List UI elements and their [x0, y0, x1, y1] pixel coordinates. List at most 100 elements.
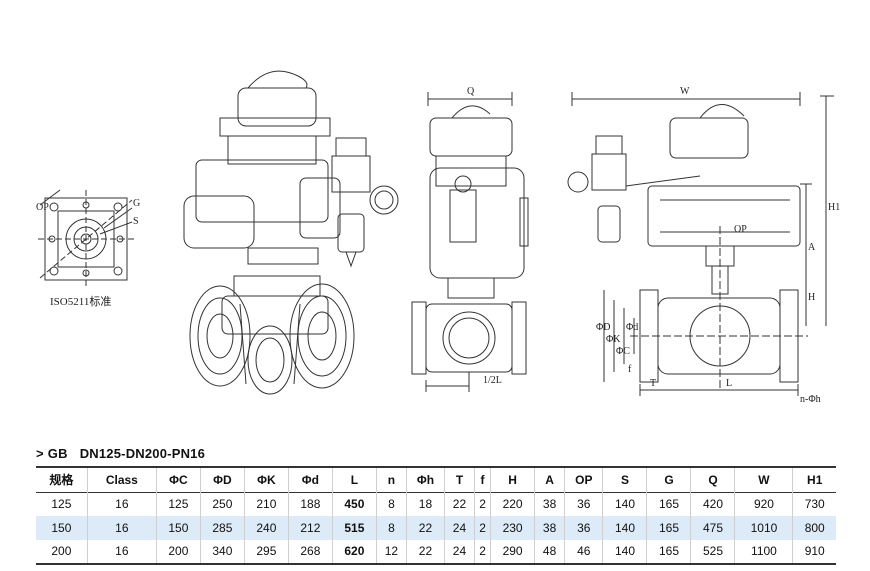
table-cell: 200: [36, 539, 88, 565]
iso5211-flange-view: [38, 189, 134, 288]
label-phi-d-small: Φd: [626, 322, 638, 333]
label-a: A: [808, 242, 816, 253]
table-cell: 8: [375, 492, 407, 516]
section-standard: GB: [47, 446, 68, 461]
table-cell: 268: [287, 539, 333, 565]
label-s: S: [133, 216, 139, 227]
column-header: 规格: [36, 467, 88, 492]
label-phi-d: ΦD: [596, 322, 611, 333]
table-cell: 210: [243, 492, 289, 516]
table-cell: 220: [490, 492, 535, 516]
table-cell: 800: [792, 516, 836, 540]
table-cell: 125: [51, 497, 72, 512]
table-cell: 38: [534, 516, 565, 540]
column-header: f: [473, 467, 491, 492]
valve-section-view: [567, 92, 834, 396]
label-n-phi-h: n-Φh: [800, 394, 821, 405]
column-header: Q: [690, 467, 735, 492]
column-header: L: [331, 467, 377, 492]
table-cell: 36: [564, 516, 603, 540]
table-cell: 620: [331, 539, 377, 565]
column-header: S: [602, 467, 647, 492]
table-cell: 920: [734, 492, 793, 516]
table-cell: 46: [564, 539, 603, 565]
section-title: >GB DN125-DN200-PN16: [36, 446, 205, 461]
table-cell: 420: [690, 492, 735, 516]
table-cell: 525: [690, 539, 735, 565]
column-header: H1: [792, 467, 836, 492]
column-header: H: [490, 467, 535, 492]
table-cell: 1100: [734, 539, 793, 565]
label-l: L: [726, 378, 732, 389]
table-cell: 22: [405, 516, 445, 540]
table-cell: 16: [86, 492, 157, 516]
valve-technical-drawing: OP G S ISO5211标准 Q 1/2L W H1 A H ΦD ΦK Φ…: [36, 70, 840, 405]
table-cell: 18: [405, 492, 445, 516]
label-op: OP: [36, 202, 49, 213]
valve-side-view: [411, 92, 529, 392]
section-spec: DN125-DN200-PN16: [79, 446, 206, 461]
column-header: ΦK: [243, 467, 289, 492]
label-op-section: OP: [734, 224, 747, 235]
table-cell: 1010: [734, 516, 793, 540]
table-cell: 165: [646, 516, 691, 540]
table-cell: 515: [331, 516, 377, 540]
table-cell: 200: [155, 539, 201, 565]
column-header: T: [443, 467, 475, 492]
table-cell: 2: [473, 539, 491, 565]
table-cell: 22: [443, 492, 475, 516]
label-w: W: [680, 86, 690, 97]
table-cell: 2: [473, 492, 491, 516]
label-f: f: [628, 364, 632, 375]
table-cell: 250: [199, 492, 245, 516]
table-cell: 8: [375, 516, 407, 540]
table-cell: 730: [792, 492, 836, 516]
table-cell: 230: [490, 516, 535, 540]
label-phi-k: ΦK: [606, 334, 621, 345]
table-cell: 212: [287, 516, 333, 540]
table-cell: 450: [331, 492, 377, 516]
table-cell: 165: [646, 539, 691, 565]
table-cell: 240: [243, 516, 289, 540]
column-header: Class: [86, 467, 157, 492]
table-cell: 24: [443, 539, 475, 565]
valve-3d-view: [183, 70, 399, 395]
table-cell: 150: [36, 516, 88, 540]
table-cell: 125: [155, 492, 201, 516]
table-cell: 22: [405, 539, 445, 565]
column-header: G: [646, 467, 691, 492]
table-cell: 36: [564, 492, 603, 516]
table-cell: 48: [534, 539, 565, 565]
table-cell: 165: [646, 492, 691, 516]
table-cell: 475: [690, 516, 735, 540]
column-header: OP: [564, 467, 603, 492]
label-q: Q: [467, 86, 475, 97]
table-cell: 16: [86, 516, 157, 540]
table-cell: 340: [199, 539, 245, 565]
column-header: n: [375, 467, 407, 492]
table-cell: 285: [199, 516, 245, 540]
table-cell: 910: [792, 539, 836, 565]
table-cell: 140: [602, 492, 647, 516]
section-arrow: >: [36, 446, 44, 461]
table-cell: 24: [443, 516, 475, 540]
table-cell: 295: [243, 539, 289, 565]
column-header: ΦC: [155, 467, 201, 492]
column-header: Φd: [287, 467, 333, 492]
column-header: A: [534, 467, 565, 492]
label-h: H: [808, 292, 815, 303]
label-h1: H1: [828, 202, 840, 213]
table-cell: 2: [473, 516, 491, 540]
table-cell: 188: [287, 492, 333, 516]
table-cell: 140: [602, 516, 647, 540]
table-cell: 12: [375, 539, 407, 565]
label-half-l: 1/2L: [483, 375, 502, 386]
label-phi-c: ΦC: [616, 346, 630, 357]
table-cell: 16: [86, 539, 157, 565]
